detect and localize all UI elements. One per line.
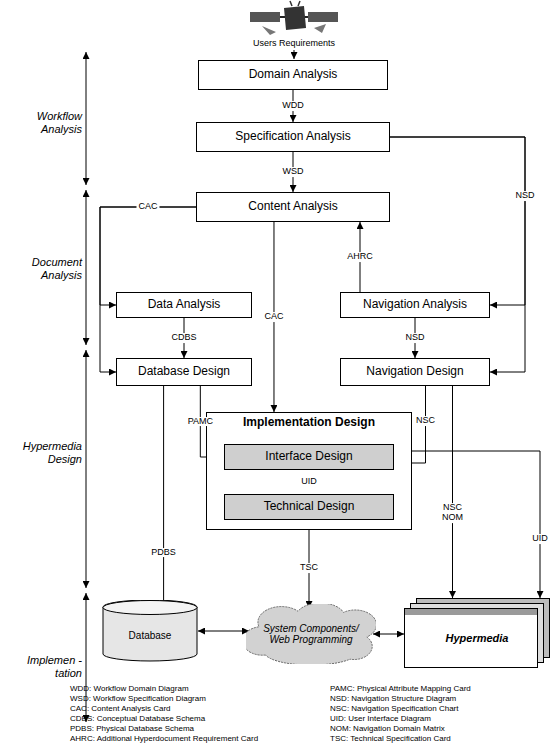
solar-panel — [308, 12, 338, 22]
legend-text: WDD: Workflow Domain Diagram — [70, 684, 189, 693]
cloud-outline — [246, 604, 376, 664]
connector — [198, 631, 249, 632]
cylinder-top — [103, 601, 197, 615]
edge-label: CAC — [262, 312, 285, 322]
edge-label: NSC NOM — [436, 503, 470, 523]
process-box: Database Design — [116, 358, 252, 386]
process-box: Navigation Design — [340, 358, 490, 386]
node-text: Data Analysis — [148, 298, 221, 312]
node-text: Database — [129, 620, 172, 642]
legend-text: AHRC: Additional Hyperdocument Requireme… — [70, 734, 258, 743]
node-text: Database Design — [138, 365, 230, 379]
legend-text: CDBS: Conceptual Database Schema — [70, 714, 205, 723]
edge-label: PAMC — [186, 417, 215, 427]
phase-label: Hypermedia Design — [2, 440, 82, 465]
legend-text: NSC: Navigation Specification Chart — [330, 704, 459, 713]
legend-text: PAMC: Physical Attribute Mapping Card — [330, 684, 471, 693]
edge-label: NSD — [513, 191, 536, 201]
page-header-bar — [405, 609, 537, 615]
node-text: Domain Analysis — [249, 68, 338, 82]
satellite-detail — [262, 24, 326, 35]
legend-text: UID: User Interface Diagram — [330, 714, 431, 723]
phase-label: Implemen -tation — [26, 654, 82, 679]
page-sheet — [405, 609, 538, 668]
requirement-arrow — [294, 50, 295, 59]
cylinder-body — [103, 600, 197, 661]
legend-text: PDBS: Physical Database Schema — [70, 724, 194, 733]
edge-label: CAC — [136, 202, 159, 212]
connector — [373, 634, 404, 635]
node-text: Content Analysis — [248, 200, 337, 214]
connector — [100, 207, 196, 372]
legend-text: NOM: Navigation Domain Matrix — [330, 724, 445, 733]
node-text: Interface Design — [265, 450, 352, 464]
process-box: Technical Design — [224, 494, 394, 520]
legend-text: CAC: Content Analysis Card — [70, 704, 171, 713]
edge-label: NSC — [414, 416, 437, 426]
process-box: Domain Analysis — [198, 60, 388, 90]
legend-text: NSD: Navigation Structure Diagram — [330, 694, 456, 703]
node-text: Navigation Analysis — [363, 298, 467, 312]
node-text: Implementation Design — [243, 416, 375, 430]
solar-panel — [250, 12, 280, 22]
process-box: Interface Design — [224, 444, 394, 470]
phase-arrows — [86, 52, 87, 722]
node-text: Technical Design — [264, 500, 355, 514]
document-stack: Hypermedia — [404, 598, 550, 668]
phase-arrow — [86, 52, 87, 185]
legend-text: TSC: Technical Specification Card — [330, 734, 451, 743]
process-box: Navigation Analysis — [340, 292, 490, 318]
edge-label: AHRC — [345, 252, 375, 262]
edge-label: UID — [299, 477, 319, 487]
process-box: Specification Analysis — [196, 122, 390, 152]
phase-label: Workflow Analysis — [2, 110, 82, 135]
satellite-illustration — [250, 1, 338, 35]
edge-label: WDD — [280, 101, 306, 111]
satellite-body — [284, 6, 306, 30]
group-box: Implementation DesignInterface DesignTec… — [206, 412, 412, 530]
edge-label: UID — [530, 534, 550, 544]
node-text: Specification Analysis — [235, 130, 350, 144]
connector — [390, 137, 525, 372]
phase-label: Document Analysis — [2, 256, 82, 281]
process-box: Content Analysis — [196, 192, 390, 222]
database-cylinder: Database — [102, 600, 198, 662]
antenna — [290, 1, 300, 6]
legend-text: WSD: Workflow Specification Diagram — [70, 694, 206, 703]
phase-arrow — [86, 350, 87, 588]
edge-label: CDBS — [169, 333, 198, 343]
connector — [163, 386, 164, 608]
connector — [452, 386, 453, 598]
connector — [100, 207, 196, 305]
cloud-shape: System Components/ Web Programming — [246, 604, 376, 664]
phase-arrow — [86, 190, 87, 345]
edge-label: NSD — [403, 333, 426, 343]
edge-label: TSC — [298, 563, 320, 573]
node-text: Hypermedia — [446, 622, 509, 645]
connector — [394, 451, 540, 598]
input-label: Users Requirements — [244, 38, 344, 48]
edge-label: PDBS — [149, 548, 178, 558]
process-box: Data Analysis — [116, 292, 252, 318]
connector — [390, 137, 525, 305]
node-text: Navigation Design — [366, 365, 463, 379]
node-text: System Components/ Web Programming — [255, 623, 367, 646]
edge-label: WSD — [281, 167, 306, 177]
